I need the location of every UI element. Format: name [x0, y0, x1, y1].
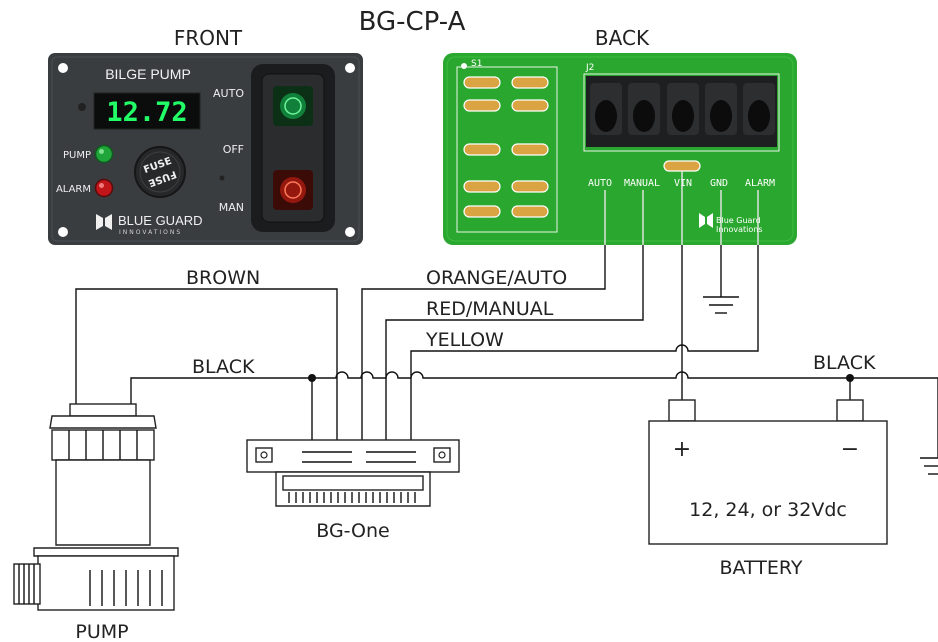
switch-footprint	[456, 66, 558, 233]
junction-dot-left	[308, 374, 316, 382]
terminal-screws	[590, 83, 775, 135]
voltage-display	[93, 92, 201, 130]
alarm-led	[94, 178, 114, 198]
front-panel: BILGE PUMP 12.72 PUMP ALARM FUSE FUSE AU…	[48, 53, 363, 245]
switch-ref: S1	[471, 59, 482, 69]
brand-name-back: Blue Guard	[716, 216, 761, 225]
terminal-label-gnd: GND	[710, 178, 728, 189]
bilge-pump	[13, 403, 179, 611]
front-heading: FRONT	[174, 26, 243, 50]
pcb-mounting-hole	[461, 63, 467, 69]
battery-negative-post	[836, 399, 864, 422]
terminal-block-outline	[583, 73, 780, 152]
alarm-led-label: ALARM	[56, 184, 91, 195]
switch-solder-pads	[463, 76, 549, 218]
black-wire-label-left: BLACK	[192, 356, 255, 378]
battery-label: BATTERY	[719, 557, 802, 579]
blue-guard-logo-icon	[96, 214, 112, 230]
back-pcb: S1 J2 AUTO	[443, 53, 797, 245]
battery	[648, 399, 888, 545]
ground-symbol-gnd	[703, 296, 739, 314]
terminal-label-alarm: ALARM	[745, 178, 775, 189]
fuse-holder-ring	[139, 151, 181, 193]
pump-led	[94, 144, 114, 164]
red-manual-wire	[385, 228, 644, 440]
battery-voltage: 12, 24, or 32Vdc	[689, 499, 847, 521]
pump-led-highlight	[99, 149, 104, 154]
bg-one-controller	[246, 439, 460, 507]
rocker-auto-lamp-glow	[280, 93, 306, 119]
pump-outlet-nozzle	[13, 563, 41, 605]
pump-label: PUMP	[75, 621, 128, 642]
ground-symbol-battery	[920, 457, 938, 475]
orange-auto-wire	[361, 228, 606, 440]
bg-one-vents	[288, 492, 416, 503]
screw-hole	[345, 63, 355, 73]
bg-one-mount-hole	[438, 451, 446, 459]
switch-label-man: MAN	[219, 201, 244, 214]
alarm-led-highlight	[99, 183, 104, 188]
black-wire	[130, 371, 938, 413]
battery-positive-post	[668, 399, 696, 422]
rocker-auto-lamp-ring	[284, 97, 302, 115]
voltage-display-value: 12.72	[106, 97, 187, 128]
diagram-title: BG-CP-A	[359, 7, 466, 37]
screw-hole	[58, 63, 68, 73]
switch-label-off: OFF	[223, 143, 244, 156]
bg-one-label: BG-One	[316, 520, 390, 542]
black-wire-label-right: BLACK	[813, 352, 876, 374]
brown-wire	[75, 288, 338, 440]
brand-subtitle-back: Innovations	[716, 225, 763, 234]
battery-positive-sign: +	[673, 437, 691, 462]
connector-ref: J2	[585, 63, 594, 73]
pump-led-label: PUMP	[63, 150, 91, 161]
rocker-man-lamp-glow	[280, 177, 306, 203]
brown-wire-label: BROWN	[186, 267, 260, 289]
yellow-wire-label: YELLOW	[425, 329, 504, 351]
brand-subtitle-front: INNOVATIONS	[119, 229, 182, 236]
pump-intake-slots	[89, 570, 163, 606]
fuse-holder[interactable]	[134, 146, 186, 198]
red-manual-wire-label: RED/MANUAL	[426, 298, 554, 320]
battery-case	[648, 420, 888, 545]
screw-hole	[58, 227, 68, 237]
battery-negative-sign: −	[841, 437, 859, 462]
orange-auto-wire-label: ORANGE/AUTO	[426, 267, 567, 289]
panel-title: BILGE PUMP	[105, 66, 191, 82]
terminal-label-vin: VIN	[674, 178, 692, 189]
off-indicator-dot	[219, 175, 225, 181]
terminal-label-auto: AUTO	[588, 178, 612, 189]
bg-one-mount-hole	[260, 451, 268, 459]
screw-hole	[345, 227, 355, 237]
terminal-label-manual: MANUAL	[624, 178, 660, 189]
blue-guard-logo-icon	[699, 213, 713, 228]
junction-dot-right	[846, 374, 854, 382]
fuse-pad	[663, 160, 701, 172]
brand-name-front: BLUE GUARD	[118, 213, 203, 228]
status-dot	[78, 103, 86, 111]
back-heading: BACK	[595, 26, 650, 50]
switch-label-auto: AUTO	[213, 87, 244, 100]
rocker-man-lamp-ring	[284, 181, 302, 199]
wiring	[75, 228, 938, 475]
